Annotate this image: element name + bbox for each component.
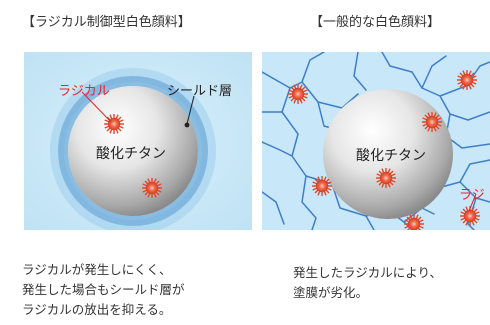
- right-panel-title: 【一般的な白色顔料】: [310, 15, 441, 30]
- radical-mark: [103, 113, 125, 135]
- radical-mark: [375, 167, 397, 189]
- left-description-line: ラジカルが発生しにくく、: [22, 262, 172, 277]
- radical-mark: [287, 83, 309, 105]
- right-description: 発生したラジカルにより、 塗膜が劣化。: [293, 263, 442, 303]
- titanium-oxide-particle: [323, 89, 453, 219]
- radical-mark: [456, 69, 478, 91]
- coating-cracks: [262, 52, 490, 230]
- left-diagram: [24, 52, 252, 230]
- titanium-oxide-particle: [68, 86, 198, 216]
- radical-label-right: ラジ: [459, 188, 485, 203]
- radical-label: ラジカル: [58, 84, 110, 99]
- left-description-line: ラジカルの放出を抑える。: [22, 302, 172, 317]
- titanium-oxide-label-left: 酸化チタン: [96, 146, 166, 162]
- left-description: ラジカルが発生しにくく、 発生した場合もシールド層が ラジカルの放出を抑える。: [22, 260, 185, 320]
- right-description-line: 発生したラジカルにより、: [293, 265, 443, 280]
- radical-mark: [421, 111, 443, 133]
- right-diagram: [262, 52, 490, 230]
- radical-mark: [141, 177, 163, 199]
- left-panel-title: 【ラジカル制御型白色顔料】: [22, 15, 191, 30]
- radical-mark: [311, 175, 333, 197]
- left-description-line: 発生した場合もシールド層が: [22, 282, 185, 297]
- right-description-line: 塗膜が劣化。: [293, 285, 369, 300]
- shield-layer-label: シールド層: [167, 84, 233, 99]
- titanium-oxide-label-right: 酸化チタン: [356, 148, 426, 164]
